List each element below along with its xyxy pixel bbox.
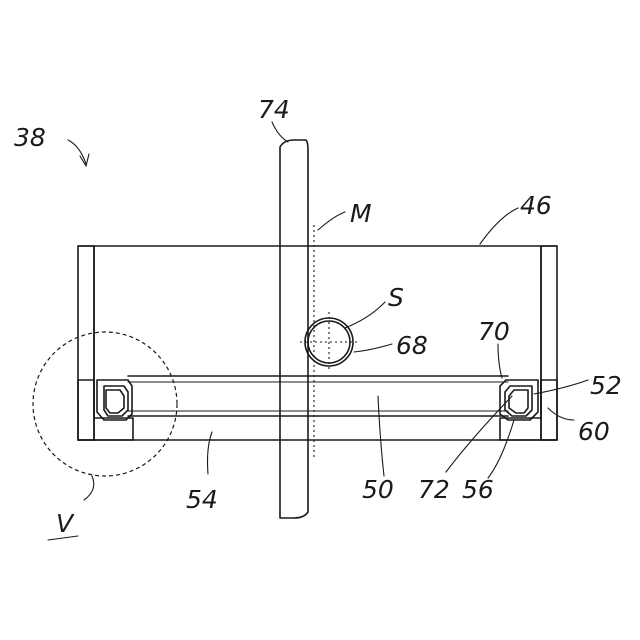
label-seal-ring: 52 (590, 371, 622, 400)
seal-left (97, 380, 132, 420)
housing-bottom-right (500, 380, 557, 440)
plate (128, 376, 508, 416)
label-outer-wall: 60 (578, 417, 610, 446)
label-rod: 74 (258, 95, 290, 124)
labels: 38 74 M 46 S 68 70 52 60 50 72 56 54 V (14, 95, 622, 538)
label-assembly: 38 (14, 123, 46, 152)
rod (280, 140, 308, 518)
label-detail: V (56, 509, 75, 538)
label-axis: M (350, 199, 372, 228)
label-ball: S (388, 283, 404, 312)
housing-left-wall (78, 246, 94, 440)
label-bottom: 54 (186, 485, 218, 514)
label-housing: 46 (520, 191, 552, 220)
label-groove: 56 (462, 475, 494, 504)
label-seal-lip: 70 (478, 317, 510, 346)
housing-bottom-left (78, 380, 133, 440)
label-plate: 50 (362, 475, 394, 504)
seal-right (500, 380, 538, 420)
label-seal-body: 72 (418, 475, 450, 504)
detail-circle (33, 332, 177, 476)
housing-right-wall (541, 246, 557, 440)
label-ball-seat: 68 (396, 331, 428, 360)
